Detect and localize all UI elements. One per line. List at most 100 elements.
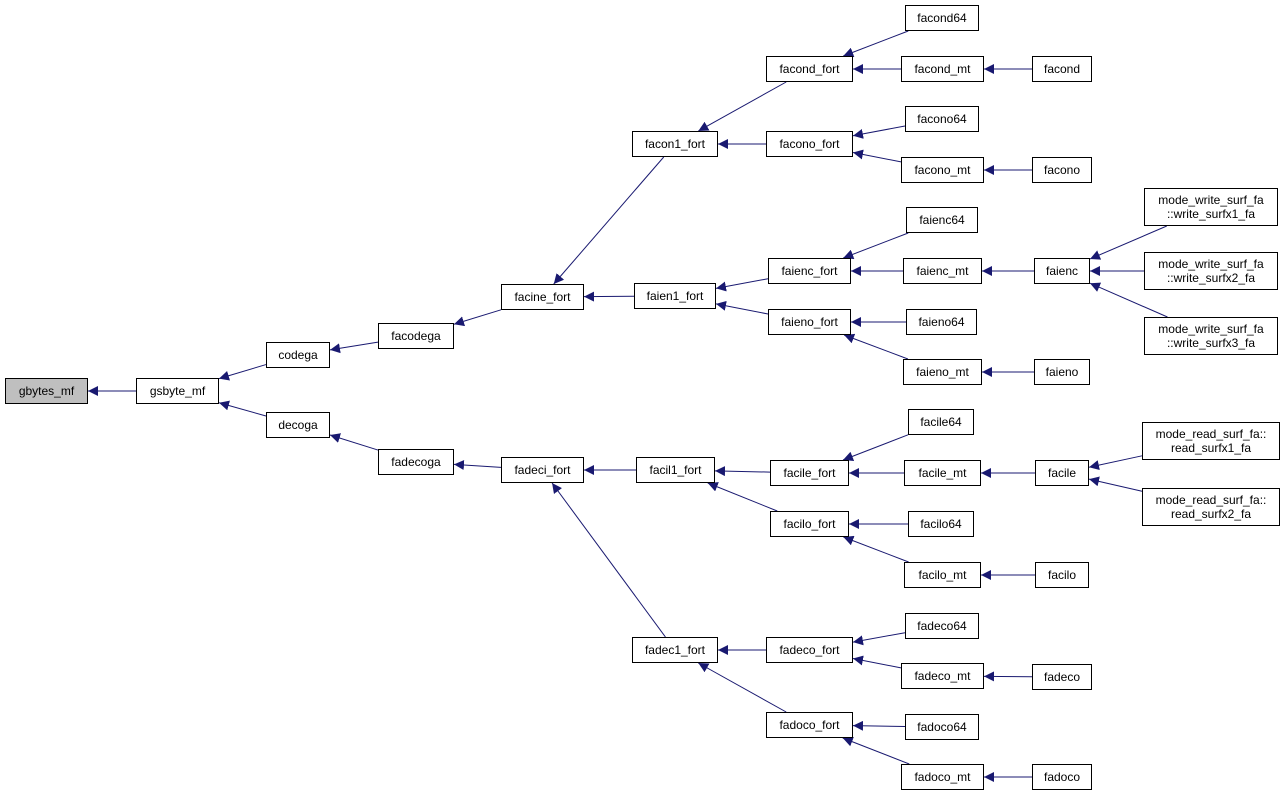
- node-facilo64[interactable]: facilo64: [908, 511, 974, 537]
- node-label: facile_fort: [783, 466, 836, 480]
- node-faienc64[interactable]: faienc64: [906, 207, 978, 233]
- edge-decoga-to-gsbyte-mf: [218, 400, 267, 417]
- node-label: facond_mt: [914, 62, 971, 76]
- node-faienc-mt[interactable]: faienc_mt: [903, 258, 982, 284]
- edge-write-surfx1-to-faienc: [1089, 225, 1167, 260]
- node-label: mode_write_surf_fa: [1158, 322, 1264, 336]
- node-label: fadeco: [1043, 670, 1081, 684]
- node-facile64[interactable]: facile64: [908, 409, 974, 435]
- node-read-surfx1[interactable]: mode_read_surf_fa::read_surfx1_fa: [1142, 422, 1280, 460]
- node-label: faieno_mt: [916, 365, 969, 379]
- node-faien1-fort[interactable]: faien1_fort: [634, 283, 716, 309]
- node-facond-fort[interactable]: facond_fort: [766, 56, 853, 82]
- node-label: facond64: [917, 11, 967, 25]
- node-label: mode_read_surf_fa::: [1155, 493, 1267, 507]
- node-fadoco[interactable]: fadoco: [1032, 764, 1092, 790]
- node-decoga[interactable]: decoga: [266, 412, 330, 438]
- node-read-surfx2[interactable]: mode_read_surf_fa::read_surfx2_fa: [1142, 488, 1280, 526]
- node-facon1-fort[interactable]: facon1_fort: [632, 131, 718, 157]
- node-codega[interactable]: codega: [266, 342, 330, 368]
- node-label: facilo_mt: [918, 568, 967, 582]
- node-label: fadeci_fort: [514, 463, 571, 477]
- node-gsbyte-mf[interactable]: gsbyte_mf: [136, 378, 219, 404]
- node-facilo-fort[interactable]: facilo_fort: [770, 511, 849, 537]
- edge-faienc64-to-faienc-fort: [843, 232, 909, 260]
- edge-facilo-fort-to-facil1-fort: [707, 482, 778, 512]
- node-fadeco[interactable]: fadeco: [1032, 664, 1092, 690]
- node-fadoco-mt[interactable]: fadoco_mt: [901, 764, 984, 790]
- node-facono64[interactable]: facono64: [905, 106, 979, 132]
- node-facond64[interactable]: facond64: [905, 5, 979, 31]
- node-fadeco-fort[interactable]: fadeco_fort: [766, 637, 853, 663]
- edge-facond64-to-facond-fort: [843, 30, 909, 58]
- node-label: faienc: [1045, 264, 1079, 278]
- node-label: mode_write_surf_fa: [1158, 193, 1264, 207]
- node-label: facile_mt: [918, 466, 967, 480]
- node-label: faienc_mt: [916, 264, 969, 278]
- node-fadoco-fort[interactable]: fadoco_fort: [766, 712, 853, 738]
- node-gbytes-mf: gbytes_mf: [5, 378, 88, 404]
- node-label: fadeco_fort: [779, 643, 840, 657]
- node-facilo-mt[interactable]: facilo_mt: [904, 562, 981, 588]
- edge-facile64-to-facile-fort: [842, 434, 909, 462]
- node-label: fadeco_mt: [914, 669, 971, 683]
- node-faieno64[interactable]: faieno64: [906, 309, 977, 335]
- node-facodega[interactable]: facodega: [378, 323, 454, 349]
- edge-facon1-fort-to-facine-fort: [553, 156, 665, 285]
- node-fadoco64[interactable]: fadoco64: [905, 714, 979, 740]
- node-label: faieno_fort: [781, 315, 838, 329]
- node-label: read_surfx1_fa: [1170, 441, 1252, 455]
- node-write-surfx2[interactable]: mode_write_surf_fa::write_surfx2_fa: [1144, 252, 1278, 290]
- node-facono-mt[interactable]: facono_mt: [901, 157, 984, 183]
- node-facono-fort[interactable]: facono_fort: [766, 131, 853, 157]
- edge-facono64-to-facono-fort: [852, 125, 906, 139]
- node-facile-mt[interactable]: facile_mt: [904, 460, 981, 486]
- edge-facile-fort-to-facil1-fort: [714, 466, 771, 477]
- node-fadeco64[interactable]: fadeco64: [905, 613, 979, 639]
- node-faienc-fort[interactable]: faienc_fort: [768, 258, 851, 284]
- node-write-surfx3[interactable]: mode_write_surf_fa::write_surfx3_fa: [1144, 317, 1278, 355]
- edge-read-surfx1-to-facile: [1088, 455, 1143, 470]
- node-label: facile64: [920, 415, 962, 429]
- edge-faienc-fort-to-faien1-fort: [715, 278, 769, 292]
- node-label: facond_fort: [779, 62, 840, 76]
- node-facond-mt[interactable]: facond_mt: [901, 56, 984, 82]
- node-fadeco-mt[interactable]: fadeco_mt: [901, 663, 984, 689]
- node-facile[interactable]: facile: [1035, 460, 1089, 486]
- edge-fadoco-fort-to-fadec1-fort: [698, 662, 787, 713]
- edge-faieno-fort-to-faien1-fort: [715, 300, 769, 315]
- node-label: facil1_fort: [649, 463, 702, 477]
- edge-fadoco64-to-fadoco-fort: [852, 720, 906, 731]
- node-facil1-fort[interactable]: facil1_fort: [636, 457, 715, 483]
- node-label: facono_mt: [914, 163, 971, 177]
- node-label: gbytes_mf: [18, 384, 75, 398]
- node-facine-fort[interactable]: facine_fort: [501, 284, 584, 310]
- edge-facond-fort-to-facon1-fort: [698, 81, 787, 132]
- node-facilo[interactable]: facilo: [1035, 562, 1089, 588]
- node-fadecoga[interactable]: fadecoga: [378, 449, 454, 475]
- node-label: faienc64: [919, 213, 965, 227]
- node-label: mode_write_surf_fa: [1158, 257, 1264, 271]
- node-fadec1-fort[interactable]: fadec1_fort: [632, 637, 718, 663]
- node-facono[interactable]: facono: [1032, 157, 1092, 183]
- edge-write-surfx3-to-faienc: [1089, 282, 1168, 318]
- node-label: fadoco_mt: [914, 770, 971, 784]
- node-facond[interactable]: facond: [1032, 56, 1092, 82]
- node-fadeci-fort[interactable]: fadeci_fort: [501, 457, 584, 483]
- node-write-surfx1[interactable]: mode_write_surf_fa::write_surfx1_fa: [1144, 188, 1278, 226]
- node-label: fadeco64: [917, 619, 967, 633]
- node-faieno-fort[interactable]: faieno_fort: [768, 309, 851, 335]
- node-label: facono64: [917, 112, 967, 126]
- node-label: facilo64: [920, 517, 962, 531]
- node-faieno-mt[interactable]: faieno_mt: [903, 359, 982, 385]
- edge-facodega-to-codega: [329, 341, 379, 354]
- edge-codega-to-gsbyte-mf: [218, 364, 267, 381]
- edge-fadeco-mt-to-fadeco-fort: [852, 655, 902, 669]
- node-label: ::write_surfx1_fa: [1166, 207, 1256, 221]
- node-label: faieno: [1045, 365, 1079, 379]
- node-faienc[interactable]: faienc: [1034, 258, 1090, 284]
- node-faieno[interactable]: faieno: [1034, 359, 1090, 385]
- node-label: facond: [1043, 62, 1081, 76]
- node-facile-fort[interactable]: facile_fort: [770, 460, 849, 486]
